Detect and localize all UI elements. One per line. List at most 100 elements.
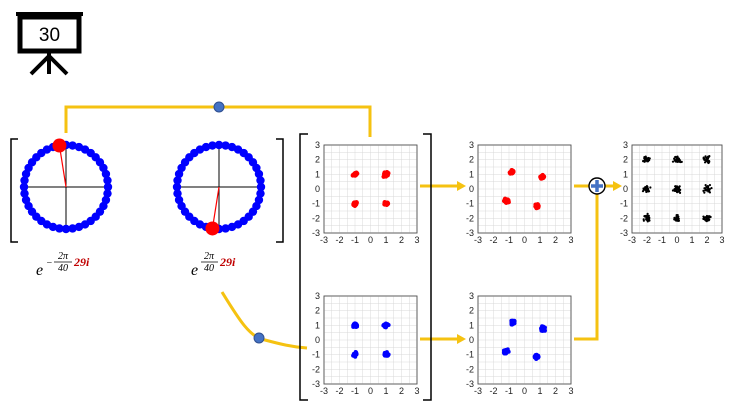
sum-sample-point — [704, 155, 707, 158]
sum-sample-point — [643, 159, 646, 162]
arrowhead-sum — [613, 181, 622, 191]
uc-left-point — [21, 169, 31, 179]
screen-frame — [17, 14, 82, 54]
sum-sample-point — [678, 191, 682, 194]
arrowhead-blue — [457, 334, 466, 344]
sum-sample-point — [703, 187, 706, 190]
red-grid-x-tick-label: -2 — [335, 235, 343, 245]
red-rotated-x-tick-label: 2 — [553, 235, 558, 245]
unit-circle-left — [19, 138, 113, 234]
blue-grid-y-tick-label: -1 — [312, 350, 320, 360]
formula-right-numerator: 2π — [204, 251, 215, 262]
sum-sample-point — [673, 188, 676, 191]
formula-right: e 2π 40 29i — [191, 251, 236, 279]
red-grid-sample-point — [353, 202, 358, 207]
blue-grid-y-tick-label: 1 — [315, 320, 320, 330]
top-connector-node — [213, 101, 225, 113]
red-grid-x-tick-label: 2 — [399, 235, 404, 245]
blue-rotated-x-tick-label: 2 — [553, 386, 558, 396]
blue-grid-y-tick-label: -3 — [312, 379, 320, 389]
blue-rotated-y-tick-label: 0 — [469, 335, 474, 345]
red-grid-y-tick-label: 0 — [315, 184, 320, 194]
sum-sample-point — [647, 190, 651, 193]
blue-grid-sample-point — [352, 352, 357, 357]
red-grid-sample-point — [384, 170, 390, 175]
uc-left-point — [103, 176, 112, 185]
blue-grid-y-tick-label: 0 — [315, 335, 320, 345]
blue-grid-sample-point — [382, 323, 387, 328]
formula-right-denominator: 40 — [204, 263, 214, 274]
red-rotated-x-tick-label: -3 — [474, 235, 482, 245]
sum-sample-point — [707, 189, 711, 192]
sum-sample-point — [648, 219, 651, 222]
blue-rotated-y-tick-label: -1 — [466, 350, 474, 360]
uc-left-point — [74, 142, 84, 152]
blue-rotated-x-tick-label: 3 — [568, 386, 573, 396]
blue-grid-x-tick-label: 1 — [383, 386, 388, 396]
red-grid-y-tick-label: 3 — [315, 140, 320, 150]
sum-y-tick-label: -1 — [620, 199, 628, 209]
uc-right-point — [221, 224, 230, 233]
sum-sample-point — [677, 217, 680, 220]
blue-grid-y-tick-label: 2 — [315, 306, 320, 316]
arrowhead-red — [457, 181, 466, 191]
sum-sample-point — [705, 220, 708, 223]
sum-sample-point — [647, 214, 650, 218]
red-grid-sample-point — [352, 171, 357, 177]
formula-left-numerator: 2π — [58, 251, 69, 262]
blue-grid-x-tick-label: 0 — [368, 386, 373, 396]
uc-left-point — [20, 176, 29, 185]
red-rotated-sample-point — [504, 198, 510, 204]
sum-sample-point — [649, 186, 652, 189]
sum-sample-point — [642, 187, 645, 190]
plus-icon — [591, 180, 603, 192]
uc-right-point — [174, 169, 184, 179]
sum-sample-point — [704, 189, 707, 192]
sum-sample-point — [677, 160, 681, 163]
sum-sample-point — [644, 186, 647, 190]
uc-right-phasor-arrow — [211, 186, 220, 229]
blue-grid-x-tick-label: 2 — [399, 386, 404, 396]
connectors — [64, 101, 622, 350]
blue-rotated-sample-point — [511, 321, 516, 326]
sum-sample-point — [674, 189, 677, 192]
formula-left-sign: − — [46, 258, 53, 269]
right-bracket-vector — [276, 138, 284, 243]
slide-number: 30 — [39, 25, 60, 46]
blue-rotated-x-tick-label: -3 — [474, 386, 482, 396]
sum-sample-point — [642, 219, 645, 222]
left-bracket-vector — [10, 138, 18, 243]
uc-right-point — [214, 140, 224, 150]
uc-left-point — [20, 189, 29, 198]
blue-grid-x-tick-label: -2 — [335, 386, 343, 396]
formula-left: e − 2π 40 29i — [36, 251, 90, 279]
sum-plot-border — [631, 144, 723, 234]
sum-sample-point — [708, 183, 712, 187]
sum-sample-point — [675, 213, 678, 217]
red-rotated-sample-point — [510, 170, 516, 175]
red-rotated-y-tick-label: 1 — [469, 169, 474, 179]
red-grid-x-tick-label: 1 — [383, 235, 388, 245]
sum-x-tick-label: 3 — [719, 235, 724, 245]
uc-left-point — [101, 195, 111, 205]
uc-right-point — [173, 189, 182, 198]
red-grid-x-tick-label: 3 — [414, 235, 419, 245]
sum-x-tick-label: 1 — [689, 235, 694, 245]
arrow-blue-to-sum — [574, 194, 599, 341]
red-grid-x-tick-label: -3 — [320, 235, 328, 245]
red-rotated-x-tick-label: 1 — [537, 235, 542, 245]
red-rotated-x-tick-label: -1 — [505, 235, 513, 245]
sum-sample-point — [642, 160, 645, 163]
sum-sample-point — [647, 156, 650, 160]
blue-rotated-x-tick-label: -2 — [489, 386, 497, 396]
blue-rotated-x-tick-label: 1 — [537, 386, 542, 396]
red-rotated-sample-point — [539, 176, 544, 181]
uc-left-point — [103, 182, 113, 192]
uc-left-point — [103, 189, 112, 198]
uc-left-marker-point — [52, 138, 67, 153]
red-grid-y-tick-label: -3 — [312, 228, 320, 238]
sum-sample-point — [702, 156, 705, 159]
uc-left-point — [19, 182, 29, 192]
